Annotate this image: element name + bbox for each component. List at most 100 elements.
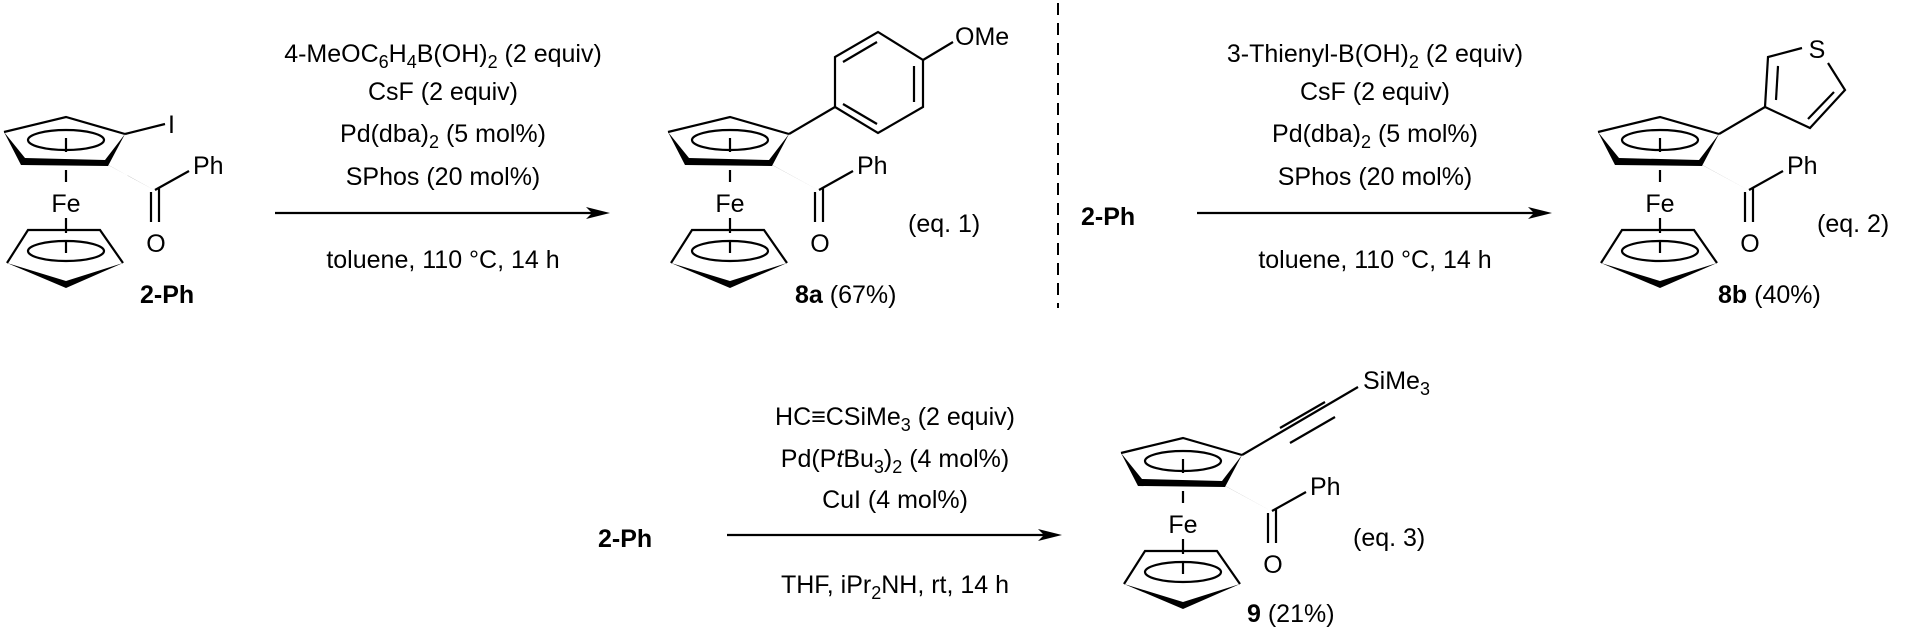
alkyne-bond bbox=[1241, 386, 1359, 456]
reaction-arrow-eq2 bbox=[1197, 207, 1552, 219]
cp-ring-top-edge bbox=[3, 115, 126, 136]
compound-id: 8a bbox=[795, 281, 824, 309]
text-segment: toluene, 110 °C, 14 h bbox=[1258, 246, 1491, 274]
compound-label-8a: 8a (67%) bbox=[795, 281, 896, 309]
reagent-line: CsF (2 equiv) bbox=[368, 78, 518, 106]
reagent-line: Pd(dba)2 (5 mol%) bbox=[340, 120, 546, 152]
compound-label-2-ph: 2-Ph bbox=[140, 281, 194, 309]
text-segment: (2 equiv) bbox=[911, 403, 1015, 431]
yield: (67%) bbox=[823, 281, 897, 309]
cp-aromatic-circle bbox=[1620, 239, 1700, 263]
subscript: 2 bbox=[488, 52, 498, 72]
compound-label-8b: 8b (40%) bbox=[1718, 281, 1821, 309]
bond-line bbox=[1718, 106, 1766, 135]
compound-label-2-ph: 2-Ph bbox=[1081, 203, 1135, 231]
subscript: 6 bbox=[379, 52, 389, 72]
trimethylsilylethynyl-group: SiMe3 bbox=[1241, 367, 1430, 456]
reagent-line: SPhos (20 mol%) bbox=[346, 163, 541, 191]
reagent-line: CsF (2 equiv) bbox=[1300, 78, 1450, 106]
subscript: 3 bbox=[1420, 379, 1430, 399]
methoxy-label: OMe bbox=[955, 23, 1009, 51]
alkyne-bond bbox=[1279, 401, 1326, 429]
subscript: 2 bbox=[429, 132, 439, 152]
text-segment: Bu bbox=[843, 445, 874, 473]
iron-atom-label: Fe bbox=[1168, 511, 1197, 539]
text-segment: ) bbox=[884, 445, 892, 473]
compound-id: 8b bbox=[1718, 281, 1747, 309]
text-segment: CuI (4 mol%) bbox=[822, 486, 968, 514]
equation-label-3: (eq. 3) bbox=[1353, 524, 1425, 552]
text-segment: B(OH) bbox=[417, 40, 488, 68]
oxygen-atom-label: O bbox=[1740, 230, 1759, 258]
compound-label-9: 9 (21%) bbox=[1247, 600, 1335, 628]
cp-ring-bold-edge bbox=[7, 263, 123, 288]
reagent-line: 4-MeOC6H4B(OH)2 (2 equiv) bbox=[284, 40, 602, 72]
text-segment: HC≡CSiMe bbox=[775, 403, 901, 431]
text-segment: (4 mol%) bbox=[902, 445, 1009, 473]
cp-ring-top-edge bbox=[667, 115, 790, 136]
cp-aromatic-circle bbox=[690, 239, 770, 263]
text-segment: SiMe bbox=[1363, 367, 1420, 395]
sulfur-atom-label: S bbox=[1809, 36, 1826, 64]
alkyne-bond bbox=[1289, 416, 1336, 444]
wedge-bond bbox=[1695, 161, 1750, 191]
arrowhead-icon bbox=[1038, 529, 1062, 541]
phenyl-label: Ph bbox=[193, 152, 224, 180]
text-segment: SPhos (20 mol%) bbox=[1278, 163, 1473, 191]
oxygen-atom-label: O bbox=[146, 230, 165, 258]
wedge-bond bbox=[101, 161, 156, 191]
oxygen-atom-label: O bbox=[1263, 551, 1282, 579]
subscript: 2 bbox=[892, 457, 902, 477]
aromatic-inner-bond bbox=[1774, 65, 1780, 101]
phenyl-label: Ph bbox=[1310, 473, 1341, 501]
reagent-line: Pd(PtBu3)2 (4 mol%) bbox=[781, 445, 1009, 477]
text-segment: (5 mol%) bbox=[439, 120, 546, 148]
bond-c-ph bbox=[818, 170, 854, 191]
trimethylsilyl-label: SiMe3 bbox=[1363, 367, 1430, 399]
compound-9: FeO Ph bbox=[1120, 436, 1341, 609]
thienyl-group: S bbox=[1718, 36, 1847, 135]
reagent-line: HC≡CSiMe3 (2 equiv) bbox=[775, 403, 1015, 435]
subscript: 3 bbox=[874, 457, 884, 477]
text-segment: (2 equiv) bbox=[498, 40, 602, 68]
wedge-bond bbox=[1218, 482, 1273, 512]
bond-c-ph bbox=[1748, 170, 1784, 191]
benzene-ring bbox=[833, 30, 925, 135]
cp-ring-top-edge bbox=[1597, 115, 1720, 136]
text-segment: toluene, 110 °C, 14 h bbox=[326, 246, 559, 274]
compound-label-2-ph: 2-Ph bbox=[598, 525, 652, 553]
text-segment: H bbox=[389, 40, 407, 68]
iodine-atom-label: I bbox=[168, 111, 175, 139]
equation-label-2: (eq. 2) bbox=[1817, 210, 1889, 238]
phenyl-label: Ph bbox=[857, 152, 888, 180]
wedge-bond bbox=[765, 161, 820, 191]
subscript: 4 bbox=[407, 52, 417, 72]
reagent-line: Pd(dba)2 (5 mol%) bbox=[1272, 120, 1478, 152]
bond-c-ph bbox=[1271, 491, 1307, 512]
text-segment: Pd(dba) bbox=[1272, 120, 1361, 148]
aromatic-inner-bond bbox=[842, 103, 878, 125]
reagent-line: CuI (4 mol%) bbox=[822, 486, 968, 514]
iron-atom-label: Fe bbox=[715, 190, 744, 218]
cp-ring-bold-edge bbox=[1124, 584, 1240, 609]
methoxyphenyl-group: OMe bbox=[788, 23, 1009, 135]
text-segment: Pd(dba) bbox=[340, 120, 429, 148]
arrowhead-icon bbox=[586, 207, 610, 219]
yield: (40%) bbox=[1747, 281, 1821, 309]
text-segment: 3-Thienyl-B(OH) bbox=[1227, 40, 1409, 68]
bond-c-ph bbox=[154, 170, 190, 191]
cp-ring-bold-edge bbox=[671, 263, 787, 288]
text-segment: t bbox=[836, 445, 844, 473]
text-segment: (5 mol%) bbox=[1371, 120, 1478, 148]
subscript: 2 bbox=[871, 583, 881, 603]
text-segment: NH, rt, 14 h bbox=[881, 571, 1009, 599]
reagent-line: SPhos (20 mol%) bbox=[1278, 163, 1473, 191]
subscript: 3 bbox=[901, 415, 911, 435]
bond-line bbox=[788, 106, 836, 135]
reaction-arrow-eq1 bbox=[275, 207, 610, 219]
thiophene-ring bbox=[1763, 46, 1847, 130]
text-segment: CsF (2 equiv) bbox=[1300, 78, 1450, 106]
